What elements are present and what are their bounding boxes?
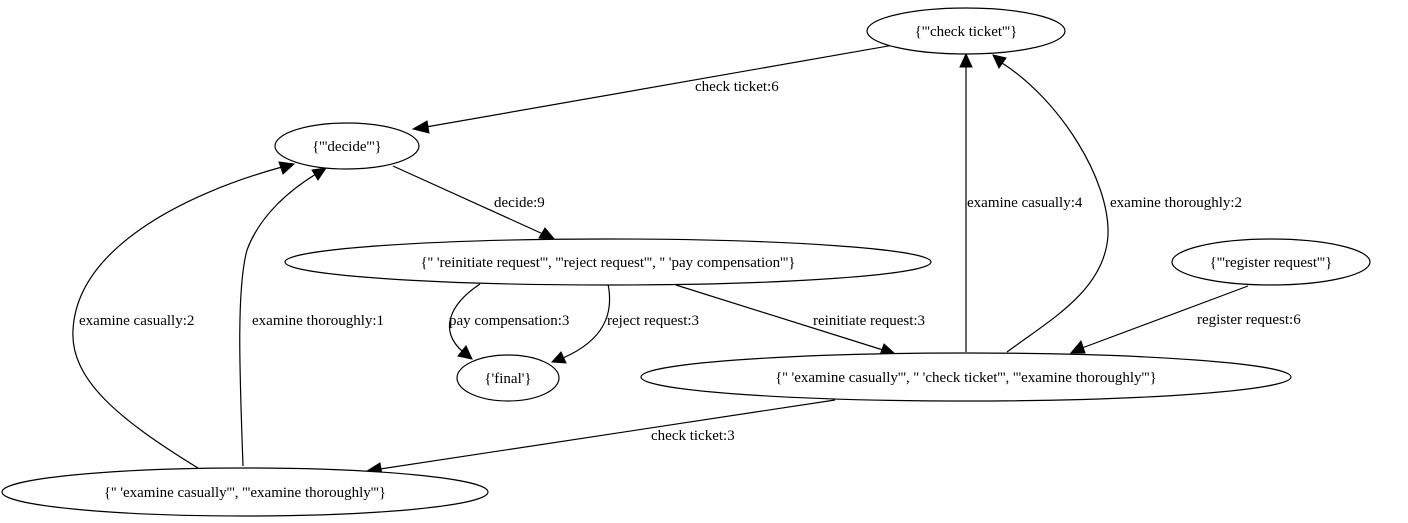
node-examine-check-thorough: {'' 'examine casually''', '' 'check tick… bbox=[640, 352, 1292, 402]
edge-label-check-ticket-3: check ticket:3 bbox=[651, 428, 735, 444]
edge-pay-compensation bbox=[448, 283, 481, 360]
node-reinit-reject-pay: {'' 'reinitiate request''', '''reject re… bbox=[284, 238, 932, 286]
edge-label-check-ticket-6: check ticket:6 bbox=[695, 79, 779, 95]
edge-examine-thoroughly-to-check-ticket bbox=[992, 54, 1109, 353]
node-label-examine-check-thorough: {'' 'examine casually''', '' 'check tick… bbox=[775, 370, 1157, 386]
edge-label-register-request-6: register request:6 bbox=[1197, 312, 1301, 328]
node-final: {'final'} bbox=[456, 354, 560, 402]
edge-examine-casually-to-check-ticket bbox=[959, 52, 973, 352]
node-register-request: {'''register request'''} bbox=[1171, 238, 1371, 286]
node-label-examine-casual-thorough: {'' 'examine casually''', '''examine tho… bbox=[104, 485, 386, 501]
node-decide: {'''decide'''} bbox=[274, 122, 420, 170]
edge-check-ticket-to-decide bbox=[411, 44, 895, 134]
node-label-reinit-reject-pay: {'' 'reinitiate request''', '''reject re… bbox=[420, 255, 795, 271]
edge-examine-thoroughly-to-decide bbox=[239, 167, 328, 467]
edge-check-ticket-to-bottom bbox=[365, 399, 836, 476]
node-examine-casual-thorough: {'' 'examine casually''', '''examine tho… bbox=[1, 467, 489, 517]
edge-label-examine-thoroughly-1: examine thoroughly:1 bbox=[252, 313, 384, 329]
edge-label-decide-9: decide:9 bbox=[494, 195, 545, 211]
edge-label-reinitiate-request-3: reinitiate request:3 bbox=[813, 313, 925, 329]
node-label-register-request: {'''register request'''} bbox=[1210, 255, 1333, 271]
node-label-decide: {'''decide'''} bbox=[312, 139, 382, 155]
node-label-final: {'final'} bbox=[484, 371, 531, 387]
edge-label-pay-compensation-3: pay compensation:3 bbox=[449, 313, 569, 329]
edge-label-examine-thoroughly-2: examine thoroughly:2 bbox=[1110, 195, 1242, 211]
edge-label-examine-casually-2: examine casually:2 bbox=[79, 313, 194, 329]
edge-examine-casually-to-decide bbox=[72, 161, 296, 469]
edge-register-to-examine bbox=[1069, 285, 1249, 354]
edge-label-reject-request-3: reject request:3 bbox=[607, 313, 699, 329]
node-label-check-ticket: {'''check ticket'''} bbox=[915, 24, 1018, 40]
edge-reinitiate-request bbox=[675, 284, 897, 356]
edge-label-examine-casually-4: examine casually:4 bbox=[967, 195, 1083, 211]
edge-reject-request bbox=[550, 283, 611, 364]
node-check-ticket: {'''check ticket'''} bbox=[866, 7, 1066, 55]
